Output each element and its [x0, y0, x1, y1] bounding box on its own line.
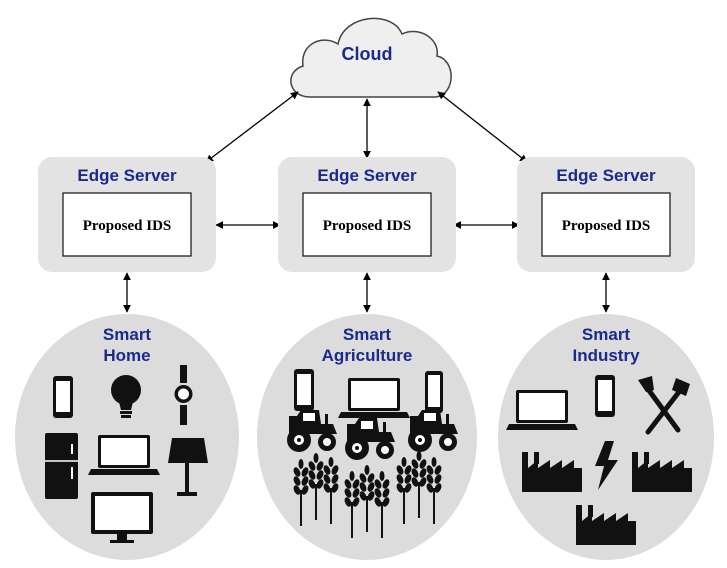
- smart-industry-domain: Smart Industry: [498, 314, 714, 560]
- domain-ellipse: [498, 314, 714, 560]
- ids-box: [541, 192, 671, 257]
- ids-box-label: Proposed IDS: [83, 218, 172, 234]
- ids-box: [302, 192, 432, 257]
- ids-box-label: Proposed IDS: [323, 218, 412, 234]
- tablet-icon: [425, 371, 443, 413]
- connection-arrows: [123, 91, 610, 313]
- cloud-shape: [290, 17, 452, 98]
- domain-title-line1: Smart: [582, 325, 631, 344]
- edge-server-title: Edge Server: [317, 166, 417, 185]
- domain-title-line2: Home: [103, 346, 150, 365]
- edge-server-title: Edge Server: [77, 166, 177, 185]
- lightning-icon: [595, 441, 618, 490]
- monitor-icon: [91, 492, 153, 543]
- edge-server-title: Edge Server: [556, 166, 656, 185]
- lightbulb-icon: [111, 375, 141, 418]
- edge-server-center: Edge Server Proposed IDS: [278, 157, 456, 272]
- lamp-icon: [168, 438, 208, 496]
- smart-agriculture-domain: Smart Agriculture: [257, 314, 477, 560]
- edge-server-right: Edge Server Proposed IDS: [517, 157, 695, 272]
- smartphone-icon: [53, 376, 73, 418]
- laptop-icon: [88, 435, 160, 475]
- tools-icon: [638, 376, 690, 435]
- cloud-label: Cloud: [342, 44, 393, 64]
- domain-title-line1: Smart: [343, 325, 392, 344]
- ids-box: [62, 192, 192, 257]
- arrow-cloud-edge-right: [437, 91, 528, 163]
- domain-title-line2: Agriculture: [322, 346, 413, 365]
- smartwatch-icon: [174, 365, 193, 425]
- refrigerator-icon: [45, 433, 78, 499]
- cloud-node: Cloud: [290, 17, 452, 98]
- domain-title-line2: Industry: [572, 346, 640, 365]
- ids-box-label: Proposed IDS: [562, 218, 651, 234]
- arrow-cloud-edge-left: [205, 91, 299, 163]
- edge-server-left: Edge Server Proposed IDS: [38, 157, 216, 272]
- smartphone-icon: [595, 375, 615, 417]
- laptop-icon: [338, 378, 410, 418]
- domain-title-line1: Smart: [103, 325, 152, 344]
- smartphone-icon: [294, 369, 314, 411]
- smart-home-domain: Smart Home: [15, 314, 239, 560]
- laptop-icon: [506, 390, 578, 430]
